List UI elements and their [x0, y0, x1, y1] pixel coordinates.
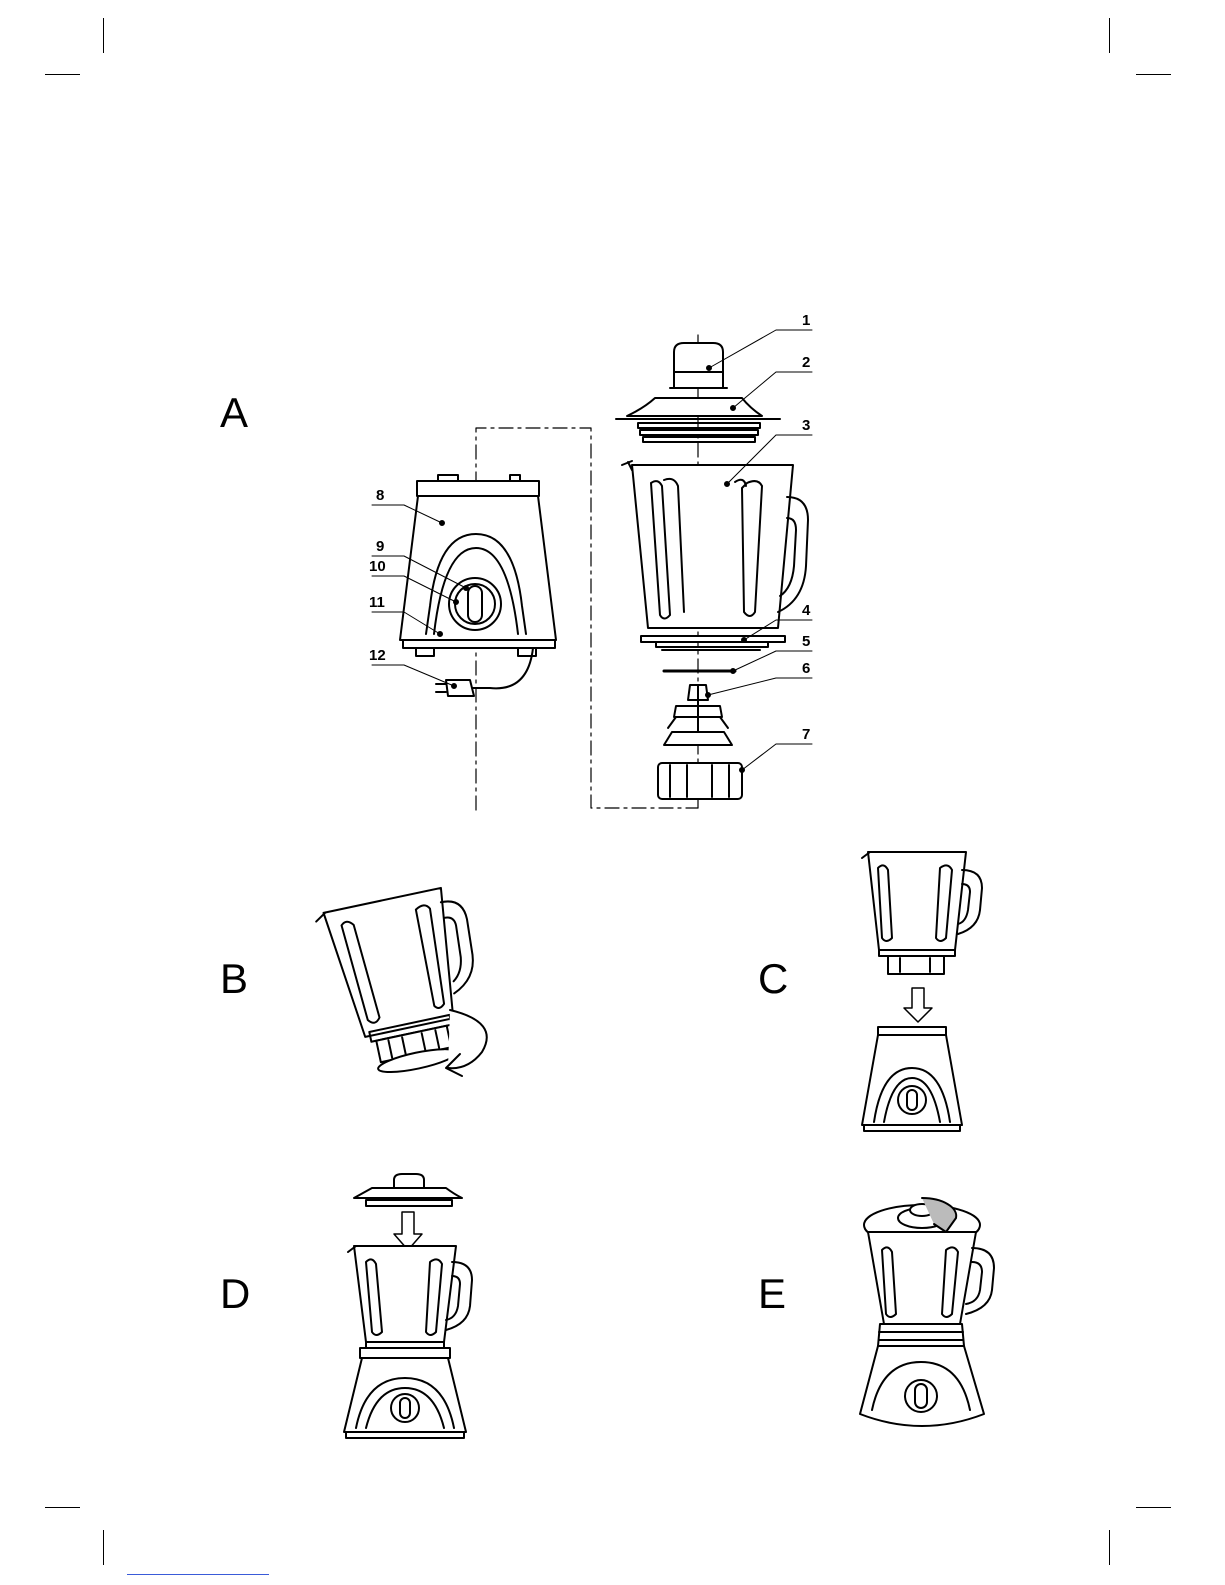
callout-4: 4: [802, 602, 811, 619]
callout-1: 1: [802, 312, 810, 329]
panel-c-place-jug: [862, 852, 982, 1131]
callout-10: 10: [369, 558, 386, 575]
screw-ring: [658, 763, 742, 799]
callout-2: 2: [802, 354, 810, 371]
callout-5: 5: [802, 633, 810, 650]
jug-base-plate: [641, 636, 785, 650]
panel-e-lock-lid: [860, 1198, 994, 1426]
callout-6: 6: [802, 660, 810, 677]
callout-3: 3: [802, 417, 810, 434]
jug-lid: [616, 398, 780, 442]
panel-a-exploded-view: 1 2 3 4 5 6 7 8 9 10 11 12: [369, 312, 812, 810]
panel-d-place-lid: [344, 1174, 472, 1438]
callout-8: 8: [376, 487, 384, 504]
rotation-arrow-b: [446, 1010, 487, 1076]
callout-11: 11: [369, 594, 385, 611]
blender-jug: [622, 461, 808, 628]
callout-12: 12: [369, 647, 386, 664]
blade-assembly: [664, 685, 732, 745]
measuring-cap: [670, 343, 727, 388]
callout-7: 7: [802, 726, 810, 743]
callout-9: 9: [376, 538, 384, 555]
